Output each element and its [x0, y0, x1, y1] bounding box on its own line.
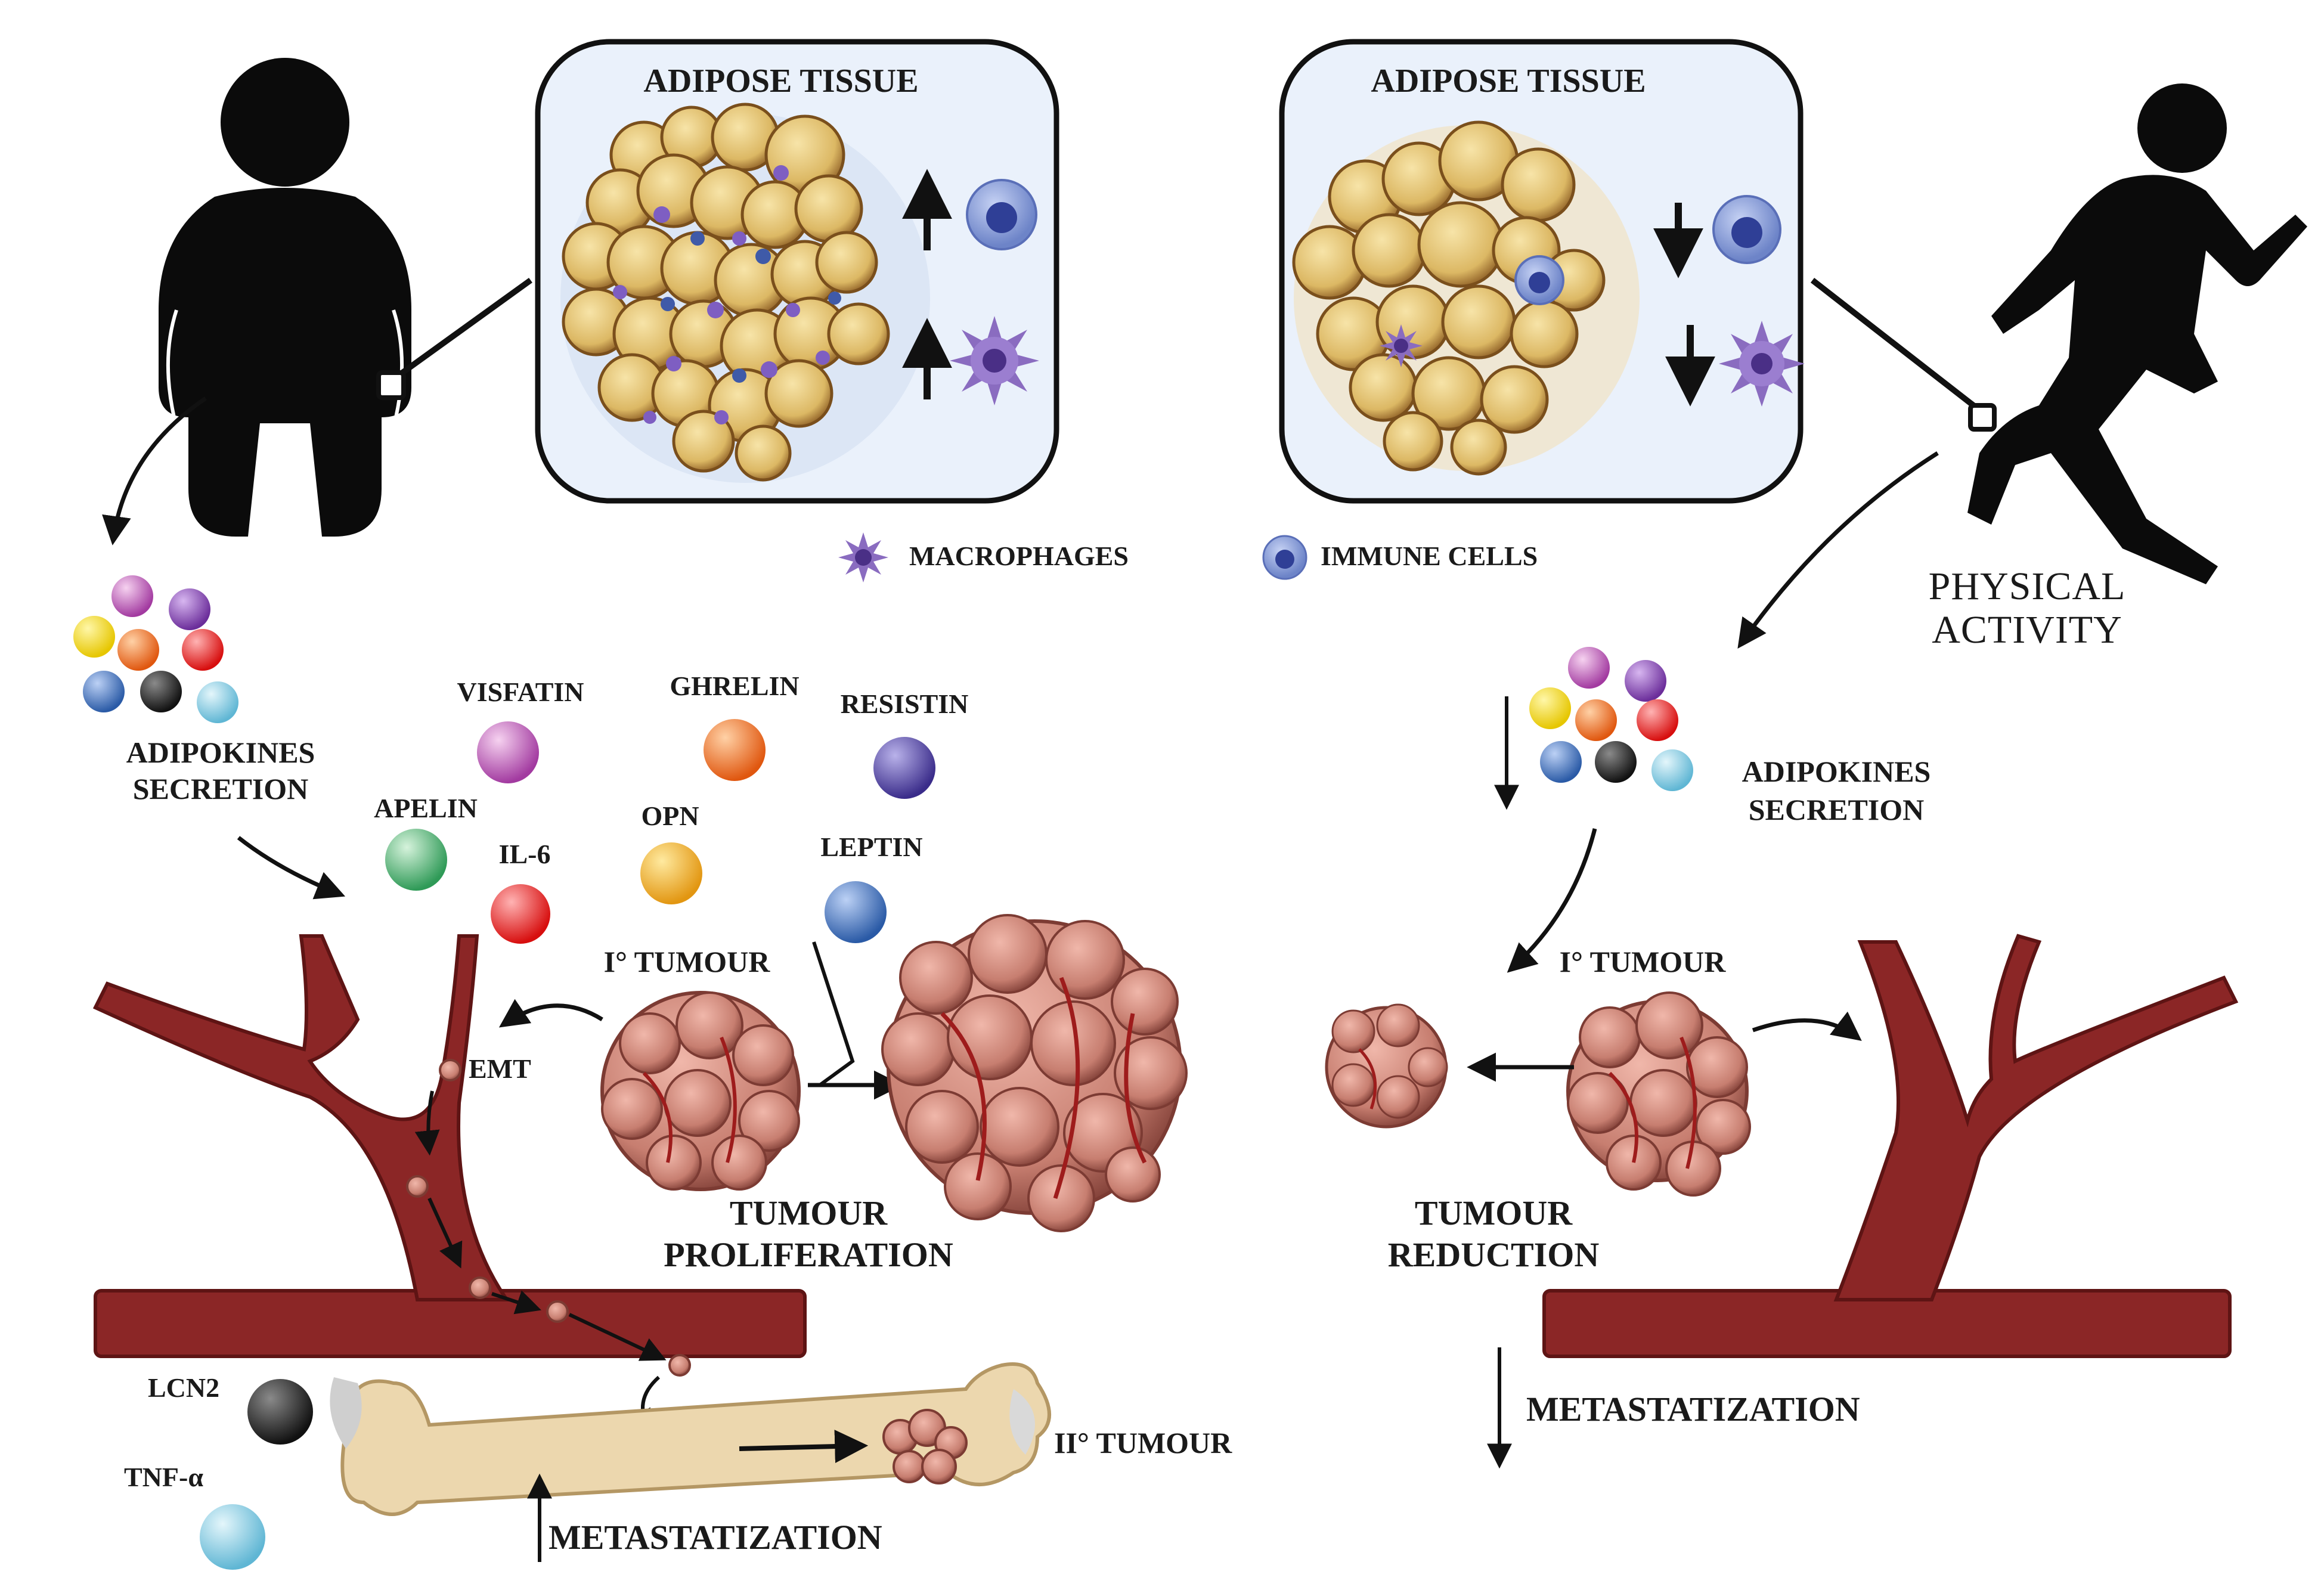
- lcn2-label: LCN2: [148, 1372, 220, 1403]
- secondary-tumour-label: II° TUMOUR: [1054, 1426, 1232, 1459]
- obese-primary-tumour-label: I° TUMOUR: [603, 945, 770, 978]
- physical-activity-line-1: PHYSICAL: [1928, 565, 2126, 608]
- legend-macrophage-icon: [838, 532, 888, 582]
- leptin-sphere: [825, 881, 887, 943]
- obese-person-icon: [159, 58, 411, 537]
- active-adipokine-cluster: [1529, 647, 1693, 791]
- active-metastatization-label: METASTATIZATION: [1526, 1390, 1860, 1428]
- obese-adipokine-cluster: [73, 575, 238, 723]
- obese-adipokines-line-2: SECRETION: [132, 772, 309, 805]
- obese-secretion-arrow: [102, 396, 207, 546]
- il6-label: IL-6: [498, 839, 551, 869]
- macrophage-icon: [950, 316, 1039, 405]
- active-adipose-title: ADIPOSE TISSUE: [1371, 63, 1646, 100]
- apelin-sphere: [385, 829, 447, 891]
- reduction-line-1: TUMOUR: [1414, 1194, 1573, 1232]
- proliferation-line-1: TUMOUR: [729, 1194, 888, 1232]
- obese-adipokines-line-1: ADIPOKINES: [126, 736, 315, 769]
- ghrelin-sphere: [704, 719, 766, 781]
- immune-cell-icon: [1712, 195, 1781, 264]
- visfatin-sphere: [477, 721, 539, 783]
- obese-adipokines-label: ADIPOKINES SECRETION: [126, 734, 315, 807]
- runner-icon: [1967, 83, 2307, 584]
- bone: [330, 1362, 1051, 1516]
- tnf-label: TNF-α: [124, 1462, 203, 1492]
- macrophage-icon: [1719, 321, 1805, 407]
- active-secretion-arrow: [1737, 451, 1939, 649]
- active-primary-tumour: [1566, 991, 1751, 1197]
- legend-immune-cells-label: IMMUNE CELLS: [1321, 541, 1538, 571]
- obese-primary-tumour: [600, 991, 801, 1191]
- obese-connector-line: [401, 277, 532, 376]
- opn-label: OPN: [641, 801, 699, 831]
- opn-sphere: [640, 842, 702, 904]
- active-adipocyte-cluster: [1292, 120, 1640, 476]
- visfatin-label: VISFATIN: [457, 677, 584, 707]
- obese-blood-vessels: [92, 934, 807, 1358]
- apelin-label: APELIN: [374, 793, 478, 823]
- active-adipokines-line-2: SECRETION: [1748, 793, 1925, 826]
- bone-metastasis-arrow: [739, 1430, 869, 1464]
- active-blood-vessels: [1542, 934, 2239, 1358]
- obese-adipocyte-cluster: [560, 103, 930, 483]
- tumour-label-pointer: [812, 941, 855, 1087]
- legend-immune-cell-icon: [1262, 535, 1307, 580]
- reduction-label: TUMOUR REDUCTION: [1388, 1192, 1600, 1275]
- lcn2-sphere: [247, 1379, 313, 1445]
- reduction-line-2: REDUCTION: [1387, 1235, 1600, 1274]
- proliferation-label: TUMOUR PROLIFERATION: [664, 1192, 953, 1275]
- proliferated-tumour: [881, 914, 1188, 1232]
- ghrelin-label: GHRELIN: [670, 671, 800, 701]
- active-to-tumour-arrow: [1507, 828, 1597, 973]
- active-adipokines-label: ADIPOKINES SECRETION: [1742, 752, 1931, 829]
- obese-tissue-sample-marker: [376, 370, 406, 400]
- immune-cell-icon: [966, 179, 1037, 250]
- active-connector-line: [1810, 278, 1976, 408]
- proliferation-line-2: PROLIFERATION: [664, 1235, 953, 1274]
- active-tissue-sample-marker: [1968, 403, 1997, 432]
- leptin-label: LEPTIN: [820, 832, 923, 862]
- emt-arrow: [498, 999, 603, 1028]
- emt-label: EMT: [469, 1053, 531, 1084]
- tnf-sphere: [200, 1504, 265, 1570]
- il6-sphere: [491, 884, 550, 944]
- active-adipokines-line-1: ADIPOKINES: [1742, 755, 1931, 788]
- obese-adipose-title: ADIPOSE TISSUE: [643, 63, 919, 100]
- resistin-label: RESISTIN: [840, 689, 969, 719]
- adipokines-to-vessel-arrow: [237, 836, 346, 900]
- physical-activity-line-2: ACTIVITY: [1932, 608, 2122, 652]
- vessel-arrow: [1752, 1011, 1862, 1041]
- secondary-tumour: [882, 1409, 968, 1484]
- obese-metastatization-label: METASTATIZATION: [549, 1518, 882, 1557]
- resistin-sphere: [873, 737, 935, 799]
- legend-macrophages-label: MACROPHAGES: [909, 541, 1129, 571]
- active-primary-tumour-label: I° TUMOUR: [1559, 945, 1726, 978]
- physical-activity-label: PHYSICAL ACTIVITY: [1929, 565, 2126, 652]
- reduced-tumour: [1325, 1003, 1448, 1129]
